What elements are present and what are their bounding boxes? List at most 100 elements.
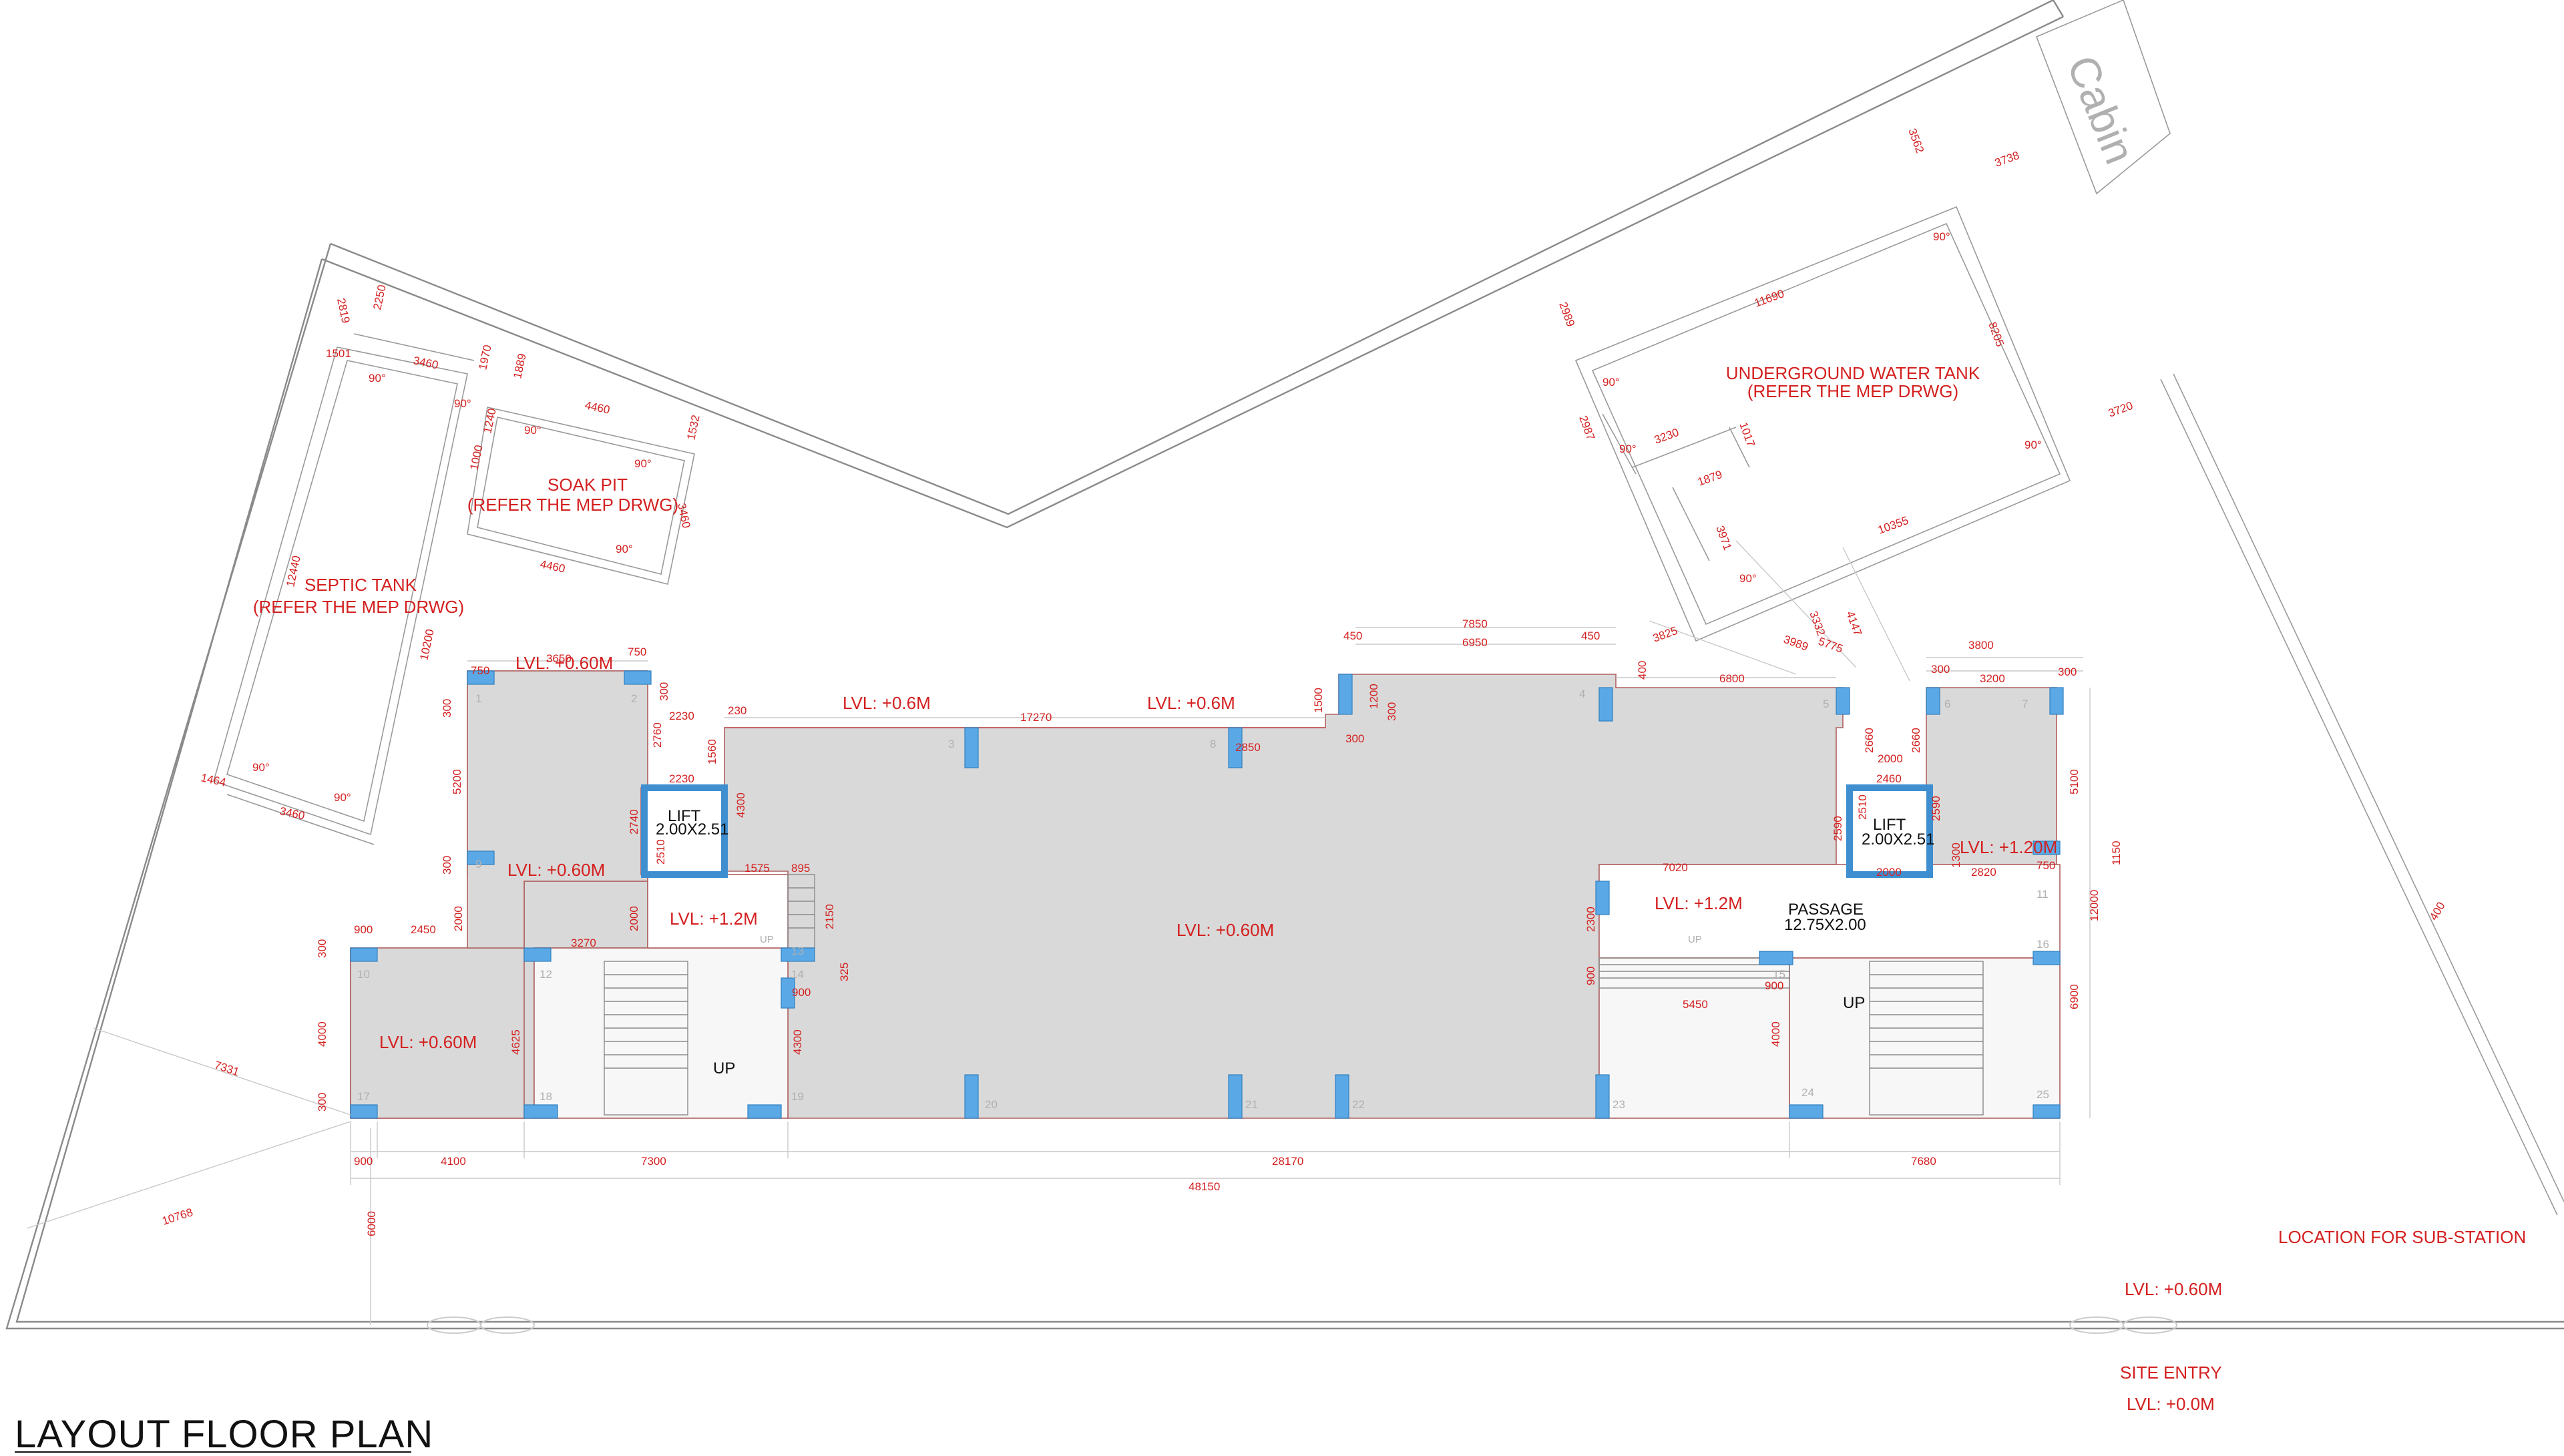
dim-text: 300 xyxy=(441,856,453,875)
dim-text: 300 xyxy=(1931,663,1950,676)
soak-pit-label: SOAK PIT xyxy=(548,475,628,495)
lift-shaft-right xyxy=(1846,784,1933,878)
grid-marker: 14 xyxy=(791,968,804,981)
grid-markers: 1 2 3 4 5 6 7 8 9 10 11 12 13 14 15 16 1… xyxy=(357,688,2049,1111)
substation-label: LOCATION FOR SUB-STATION xyxy=(2278,1227,2526,1247)
grid-marker: 24 xyxy=(1801,1086,1814,1099)
column xyxy=(1926,687,1940,715)
column xyxy=(747,1104,782,1119)
grid-marker: 6 xyxy=(1944,698,1950,710)
dim-text: 6000 xyxy=(365,1211,378,1236)
dim-text: 2987 xyxy=(1576,414,1597,442)
dim-text: 4147 xyxy=(1844,610,1864,638)
dim-text: 2820 xyxy=(1971,866,1996,879)
soak-pit-ref: (REFER THE MEP DRWG) xyxy=(467,495,678,515)
column xyxy=(781,947,815,962)
dim-text: 1000 xyxy=(467,444,485,471)
grid-marker: 18 xyxy=(540,1090,552,1103)
room-labels: LIFT 2.00X2.51 LIFT 2.00X2.51 PASSAGE 12… xyxy=(656,807,1934,1077)
column xyxy=(2033,951,2061,965)
dim-text: 3230 xyxy=(1653,426,1681,447)
dim-text: 2590 xyxy=(1930,796,1942,821)
dim-text: 4000 xyxy=(316,1021,329,1047)
dim-text: 17270 xyxy=(1020,711,1052,724)
lvl-label: LVL: +0.60M xyxy=(515,653,613,673)
column xyxy=(350,947,378,962)
lvl-label: LVL: +1.2M xyxy=(1655,893,1743,913)
grid-marker: 13 xyxy=(791,945,804,957)
lvl-label: LVL: +0.60M xyxy=(507,860,605,880)
grid-marker: 5 xyxy=(1823,698,1829,710)
up-label: UP xyxy=(1688,934,1702,945)
entry-gate-left xyxy=(2069,1316,2124,1334)
grid-marker: 25 xyxy=(2037,1088,2049,1101)
dim-text: 750 xyxy=(471,664,489,677)
columns xyxy=(350,670,2064,1119)
dim-text: 3332 xyxy=(1807,610,1828,638)
grid-marker: 11 xyxy=(2037,888,2049,901)
grid-marker: 22 xyxy=(1352,1098,1365,1111)
dim-text: 2989 xyxy=(1556,300,1577,328)
column xyxy=(1595,1074,1610,1119)
lift-size: 2.00X2.51 xyxy=(656,820,728,838)
dim-text: 4300 xyxy=(734,792,747,818)
dim-text: 1560 xyxy=(706,739,718,764)
dim-text: 3562 xyxy=(1906,127,1926,155)
dim-text: 11690 xyxy=(1753,287,1786,310)
dim-text: 300 xyxy=(658,682,670,701)
dim-text: 3200 xyxy=(1980,672,2005,685)
dim-text: 450 xyxy=(1581,630,1600,642)
dim-text: 12000 xyxy=(2088,890,2101,921)
lift-label: LIFT xyxy=(668,807,701,825)
site-labels: LOCATION FOR SUB-STATION LVL: +0.60M SIT… xyxy=(427,1227,2526,1414)
grid-marker: 1 xyxy=(475,692,481,705)
grid-marker: 12 xyxy=(540,968,552,981)
column xyxy=(523,1104,558,1119)
stair-room-right xyxy=(1789,957,2061,1119)
dim-text: 1575 xyxy=(744,862,770,875)
column xyxy=(1228,1074,1243,1119)
angle-text: 90° xyxy=(616,543,633,555)
dim-text: 400 xyxy=(1636,661,1649,680)
dim-text: 7300 xyxy=(641,1155,666,1168)
dim-text: 28170 xyxy=(1272,1155,1303,1168)
level-labels: LVL: +0.60M LVL: +0.6M LVL: +0.6M LVL: +… xyxy=(379,653,2057,1052)
septic-tank: SEPTIC TANK (REFER THE MEP DRWG) xyxy=(213,333,475,845)
dim-text: 230 xyxy=(728,704,746,717)
dim-text: 1300 xyxy=(1950,842,1962,868)
septic-tank-label: SEPTIC TANK xyxy=(304,575,417,595)
dim-text: 2230 xyxy=(669,710,694,722)
dim-text: 7331 xyxy=(213,1059,241,1079)
dim-text: 900 xyxy=(354,1155,373,1168)
dim-text: 4460 xyxy=(584,399,611,416)
stair-room-mid xyxy=(1598,957,1790,1119)
dim-text: 900 xyxy=(1765,979,1783,992)
column xyxy=(2033,1104,2061,1119)
dim-text: 4460 xyxy=(539,557,566,575)
dim-text: 3825 xyxy=(1651,624,1679,645)
lvl-label: LVL: +0.6M xyxy=(843,693,931,713)
stair-room-left xyxy=(533,947,789,1119)
dim-text: 2150 xyxy=(823,904,836,929)
column xyxy=(1789,1104,1824,1119)
grid-marker: 2 xyxy=(631,692,637,705)
angle-text: 90° xyxy=(454,397,471,410)
entry-level-label: LVL: +0.0M xyxy=(2127,1394,2215,1414)
dim-text: 6900 xyxy=(2068,984,2081,1009)
grid-marker: 8 xyxy=(1210,738,1216,750)
dim-text: 1970 xyxy=(476,344,493,371)
grid-marker: 23 xyxy=(1613,1098,1625,1111)
dim-text: 2300 xyxy=(1584,907,1597,932)
dim-text: 10200 xyxy=(417,628,436,662)
dim-text: 1879 xyxy=(1696,468,1724,489)
dim-text: 2000 xyxy=(628,906,640,931)
column xyxy=(624,670,652,685)
column xyxy=(1836,687,1850,715)
soak-pit: SOAK PIT (REFER THE MEP DRWG) xyxy=(467,407,695,585)
grid-marker: 19 xyxy=(791,1090,804,1103)
dim-text: 3800 xyxy=(1968,639,1994,652)
dim-text: 8205 xyxy=(1986,320,2006,348)
dim-text: 300 xyxy=(1345,732,1364,745)
site-entry-label: SITE ENTRY xyxy=(2120,1363,2222,1383)
